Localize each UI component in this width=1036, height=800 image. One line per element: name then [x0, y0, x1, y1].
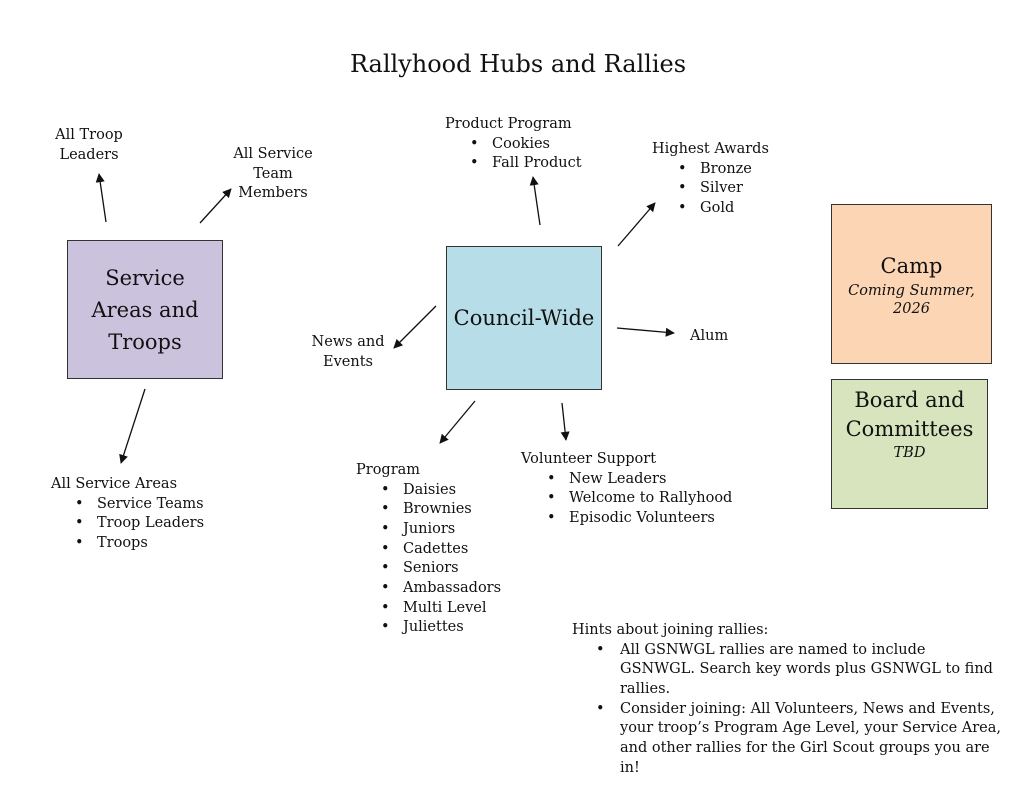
arrow-to-program [439, 400, 476, 444]
news-events-label: News and Events [311, 334, 385, 370]
service-areas-box-label: Service Areas and Troops [91, 265, 199, 354]
list-item: Cookies [468, 135, 582, 155]
highest-awards-heading: Highest Awards [652, 141, 769, 157]
all-service-areas-group: All Service Areas Service Teams Troop Le… [51, 475, 204, 554]
arrow-to-all-service-team-members [199, 188, 232, 224]
all-service-areas-list: Service Teams Troop Leaders Troops [73, 495, 204, 554]
hints-list: All GSNWGL rallies are named to include … [572, 641, 1002, 779]
arrow-to-product-program [529, 176, 541, 226]
board-sub-label: TBD [893, 445, 926, 461]
list-item: Troops [73, 534, 204, 554]
list-item: All GSNWGL rallies are named to include … [572, 641, 1002, 700]
arrow-to-volunteer-support [560, 402, 570, 441]
list-item: Daisies [379, 481, 501, 501]
volunteer-support-group: Volunteer Support New Leaders Welcome to… [521, 450, 732, 529]
camp-box: Camp Coming Summer, 2026 [831, 204, 992, 364]
program-list: Daisies Brownies Juniors Cadettes Senior… [379, 481, 501, 639]
all-troop-leaders-label: All Troop Leaders [55, 127, 123, 163]
list-item: New Leaders [545, 470, 732, 490]
hints-group: Hints about joining rallies: All GSNWGL … [572, 621, 1002, 778]
volunteer-support-heading: Volunteer Support [521, 451, 657, 467]
list-item: Ambassadors [379, 579, 501, 599]
program-heading: Program [356, 462, 421, 478]
alum-label: Alum [690, 328, 729, 344]
list-item: Cadettes [379, 540, 501, 560]
council-wide-box-label: Council-Wide [453, 306, 595, 330]
list-item: Silver [676, 179, 769, 199]
council-wide-box: Council-Wide [446, 246, 602, 390]
camp-label: Camp [880, 254, 943, 278]
page-title: Rallyhood Hubs and Rallies [349, 50, 687, 78]
list-item: Service Teams [73, 495, 204, 515]
program-group: Program Daisies Brownies Juniors Cadette… [356, 461, 501, 638]
product-program-list: Cookies Fall Product [468, 135, 582, 174]
all-service-team-members-label: All Service Team Members [233, 146, 313, 201]
list-item: Juniors [379, 520, 501, 540]
list-item: Episodic Volunteers [545, 509, 732, 529]
list-item: Seniors [379, 559, 501, 579]
list-item: Consider joining: All Volunteers, News a… [572, 700, 1002, 779]
product-program-group: Product Program Cookies Fall Product [445, 115, 582, 174]
arrow-to-all-service-areas [119, 388, 146, 464]
list-item: Welcome to Rallyhood [545, 489, 732, 509]
list-item: Brownies [379, 500, 501, 520]
hints-heading: Hints about joining rallies: [572, 622, 769, 638]
camp-sub-label: Coming Summer, 2026 [848, 283, 975, 317]
list-item: Fall Product [468, 154, 582, 174]
product-program-heading: Product Program [445, 116, 572, 132]
list-item: Troop Leaders [73, 514, 204, 534]
highest-awards-list: Bronze Silver Gold [676, 160, 769, 219]
list-item: Gold [676, 199, 769, 219]
list-item: Bronze [676, 160, 769, 180]
list-item: Juliettes [379, 618, 501, 638]
list-item: Multi Level [379, 599, 501, 619]
arrow-to-highest-awards [617, 202, 656, 247]
volunteer-support-list: New Leaders Welcome to Rallyhood Episodi… [545, 470, 732, 529]
highest-awards-group: Highest Awards Bronze Silver Gold [652, 140, 769, 219]
arrow-to-alum [616, 327, 675, 337]
arrow-to-news-events [393, 305, 437, 349]
service-areas-box: Service Areas and Troops [67, 240, 223, 379]
board-label: Board and Committees [845, 388, 974, 441]
board-box: Board and Committees TBD [831, 379, 988, 509]
all-service-areas-heading: All Service Areas [51, 476, 178, 492]
arrow-to-all-troop-leaders [95, 173, 107, 223]
